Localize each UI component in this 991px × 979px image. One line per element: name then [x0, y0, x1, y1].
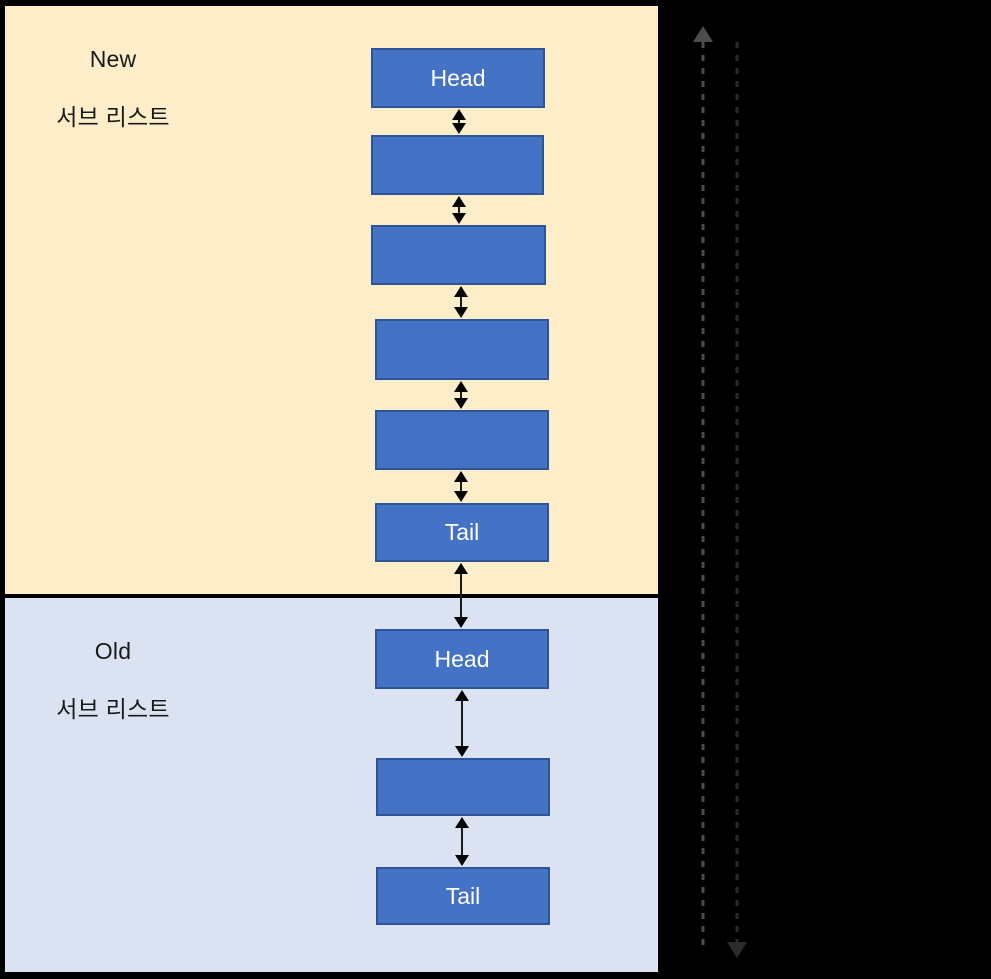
node-plain-2	[371, 225, 546, 285]
panel-new-label: New 서브 리스트	[23, 16, 203, 132]
node-plain-4	[375, 410, 549, 470]
panel-new-label-line1: New	[89, 46, 137, 72]
node-label: Head	[430, 64, 486, 91]
panel-new-label-line2: 서브 리스트	[56, 104, 170, 130]
right-dashed-down-arrow	[727, 42, 747, 958]
node-head-old: Head	[375, 629, 549, 689]
panel-old-label-line1: Old	[94, 638, 132, 664]
node-tail-old: Tail	[376, 867, 550, 925]
node-plain-3	[375, 319, 549, 380]
node-label: Tail	[444, 519, 480, 545]
node-label: Head	[434, 645, 490, 672]
panel-new-sub-list: New 서브 리스트	[5, 6, 658, 594]
node-plain-7	[376, 758, 550, 816]
node-plain-1	[371, 135, 544, 195]
panel-old-label: Old 서브 리스트	[23, 608, 203, 724]
panel-old-label-line2: 서브 리스트	[56, 696, 170, 722]
left-dashed-up-arrow	[693, 26, 713, 948]
node-tail-new: Tail	[375, 503, 549, 562]
panel-old-sub-list: Old 서브 리스트	[5, 598, 658, 972]
node-head-new: Head	[371, 48, 545, 108]
node-label: Tail	[445, 882, 481, 909]
